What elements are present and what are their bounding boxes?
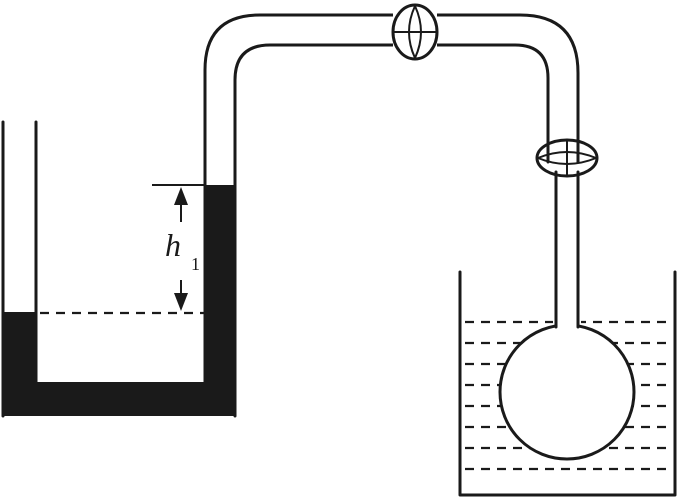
valve bbox=[391, 3, 439, 61]
flask-neck-tube bbox=[554, 170, 580, 322]
water-container bbox=[458, 270, 677, 497]
height-difference-arrow bbox=[174, 187, 188, 311]
h1-label-subscript: 1 bbox=[191, 254, 200, 274]
flask bbox=[498, 298, 636, 461]
u-tube-manometer bbox=[1, 120, 237, 418]
manometer-liquid bbox=[3, 185, 235, 416]
h1-label-symbol: h bbox=[165, 227, 181, 263]
rubber-tube bbox=[203, 13, 580, 187]
valve bbox=[535, 138, 599, 178]
